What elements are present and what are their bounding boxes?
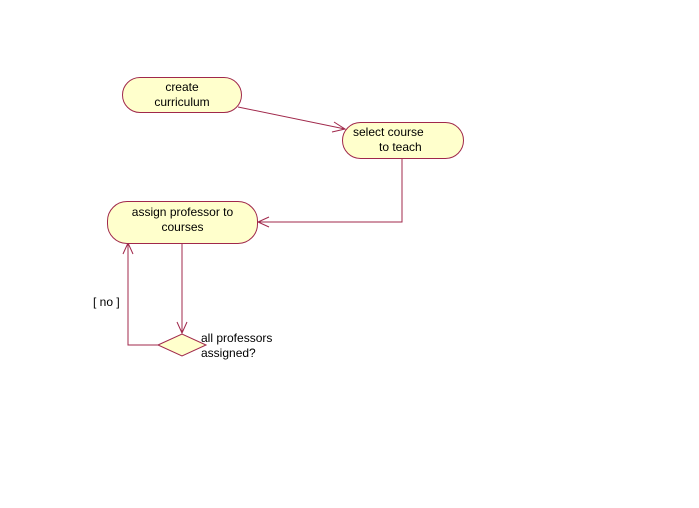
decision-label: all professors assigned?: [201, 331, 272, 361]
activity-assign-professor-line1: assign professor to: [131, 205, 234, 219]
decision-label-line1: all professors: [201, 331, 273, 345]
activity-select-course[interactable]: select course to teach: [342, 122, 464, 159]
decision-diamond: [156, 333, 208, 357]
transition-create-to-select: [237, 106, 346, 130]
transition-select-to-assign: [258, 159, 403, 223]
activity-create-curriculum-line2: curriculum: [154, 95, 210, 109]
activity-create-curriculum[interactable]: create curriculum: [122, 77, 242, 113]
activity-select-course-line1: select course: [353, 125, 424, 139]
activity-assign-professor-line2: courses: [161, 220, 204, 234]
activity-assign-professor[interactable]: assign professor to courses: [107, 201, 258, 244]
transition-no-loop: [127, 243, 158, 346]
activity-select-course-line2: to teach: [379, 140, 422, 154]
decision-label-line2: assigned?: [201, 346, 256, 360]
arrowhead-assign-professor: [256, 216, 270, 228]
guard-no-label: [ no ]: [93, 295, 120, 309]
arrowhead-decision: [176, 321, 188, 335]
activity-create-curriculum-line1: create: [165, 80, 199, 94]
